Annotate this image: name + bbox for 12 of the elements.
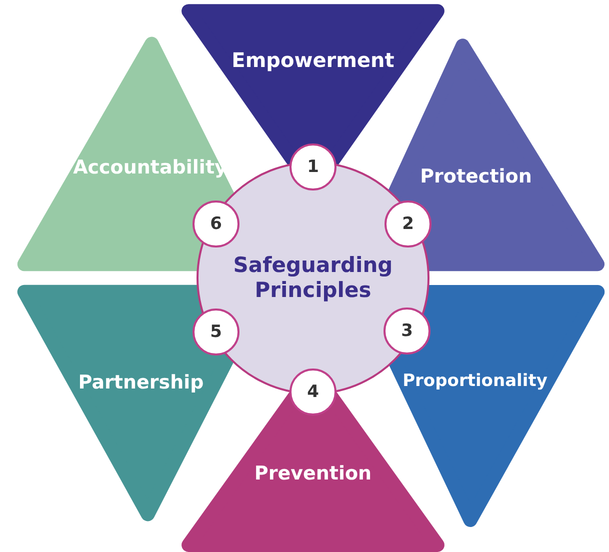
step-number: 1: [307, 156, 319, 178]
principle-label: Prevention: [254, 462, 372, 486]
step-number: 4: [307, 382, 319, 402]
principle-label: Protection: [420, 166, 532, 188]
center-title: Safeguarding Principles: [232, 252, 394, 304]
step-number: 2: [402, 214, 414, 234]
principle-label: Empowerment: [232, 48, 394, 72]
step-number: 5: [210, 322, 222, 342]
principle-label: Partnership: [78, 372, 204, 394]
step-number: 6: [210, 214, 222, 234]
step-number: 3: [401, 320, 413, 342]
principle-label: Proportionality: [402, 370, 548, 392]
